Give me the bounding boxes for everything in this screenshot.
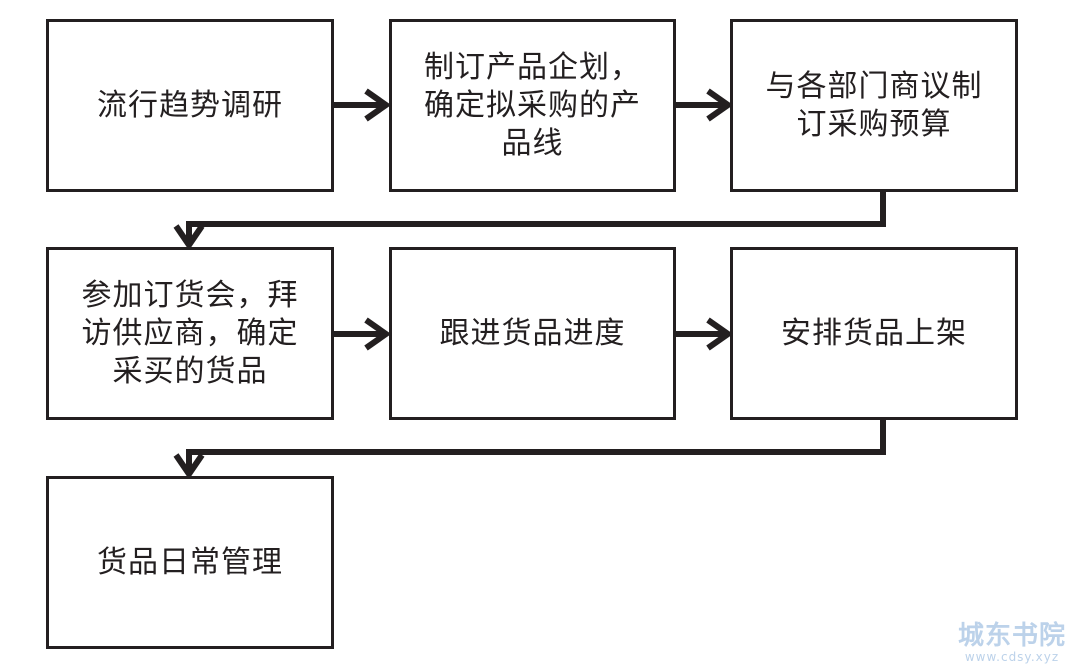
step-label: 安排货品上架	[781, 315, 967, 351]
step-label: 参加订货会，拜访供应商，确定采买的货品	[81, 277, 299, 389]
edge-n3-n4	[173, 192, 886, 251]
step-label: 货品日常管理	[97, 544, 283, 580]
site-watermark: 城东书院 www.cdsy.xyz	[958, 621, 1066, 663]
step-label: 与各部门商议制订采购预算	[765, 68, 983, 142]
step-follow-up-progress: 跟进货品进度	[389, 247, 676, 420]
step-product-planning: 制订产品企划，确定拟采购的产品线	[389, 19, 676, 192]
edge-n4-n5	[334, 317, 392, 351]
edge-n2-n3	[676, 88, 734, 122]
edge-n6-n7	[173, 420, 886, 480]
step-daily-management: 货品日常管理	[46, 476, 334, 649]
watermark-title: 城东书院	[957, 621, 1066, 651]
step-label: 跟进货品进度	[439, 315, 626, 351]
edge-n1-n2	[334, 88, 392, 122]
edge-n5-n6	[676, 317, 734, 351]
step-trend-research: 流行趋势调研	[46, 19, 334, 192]
step-shelf-arrangement: 安排货品上架	[730, 247, 1018, 420]
step-budget-planning: 与各部门商议制订采购预算	[730, 19, 1018, 192]
step-order-fair: 参加订货会，拜访供应商，确定采买的货品	[46, 247, 334, 420]
step-label: 流行趋势调研	[97, 87, 283, 123]
watermark-url: www.cdsy.xyz	[964, 650, 1060, 664]
step-label: 制订产品企划，确定拟采购的产品线	[424, 49, 641, 161]
